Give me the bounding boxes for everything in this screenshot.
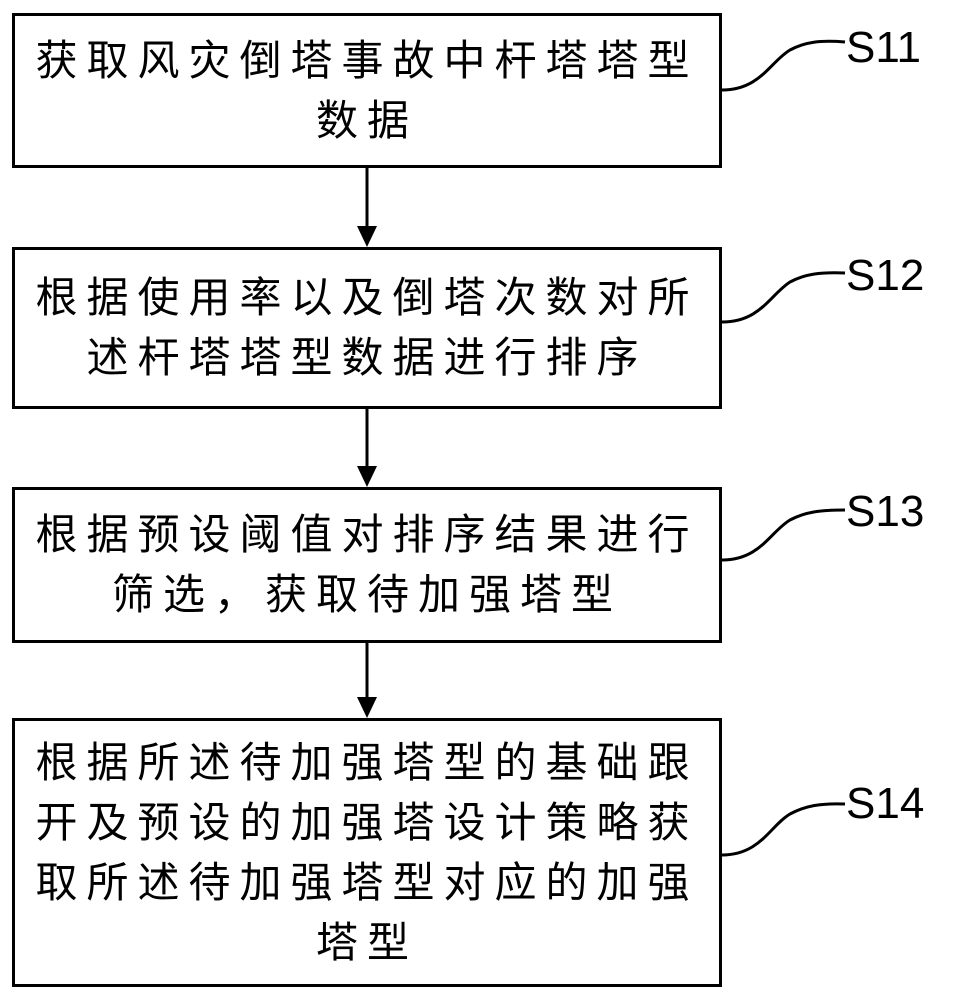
step-label-s13: S13: [846, 487, 925, 536]
step-box-s13: 根据预设阈值对排序结果进行 筛选，获取待加强塔型: [12, 487, 722, 643]
step-label-s14: S14: [846, 779, 925, 828]
step-text-s11: 获取风灾倒塔事故中杆塔塔型 数据: [35, 35, 699, 145]
step-text-s12: 根据使用率以及倒塔次数对所 述杆塔塔型数据进行排序: [35, 273, 699, 382]
step-text-s14: 根据所述待加强塔型的基础跟 开及预设的加强塔设计策略获 取所述待加强塔型对应的加…: [35, 737, 699, 967]
leader-line-s14: [721, 802, 846, 857]
step-box-s12: 根据使用率以及倒塔次数对所 述杆塔塔型数据进行排序: [12, 247, 722, 409]
leader-line-s11: [721, 39, 846, 92]
step-text-s13: 根据预设阈值对排序结果进行 筛选，获取待加强塔型: [35, 510, 699, 619]
leader-line-s12: [721, 271, 846, 324]
arrow-s12-to-s13: [357, 409, 377, 487]
step-box-s11: 获取风灾倒塔事故中杆塔塔型 数据: [12, 13, 722, 168]
leader-line-s13: [721, 508, 846, 562]
step-box-s14: 根据所述待加强塔型的基础跟 开及预设的加强塔设计策略获 取所述待加强塔型对应的加…: [12, 718, 722, 987]
arrow-s11-to-s12: [357, 168, 377, 247]
arrow-s13-to-s14: [357, 643, 377, 718]
step-label-s12: S12: [846, 251, 925, 300]
step-label-s11: S11: [846, 23, 922, 72]
